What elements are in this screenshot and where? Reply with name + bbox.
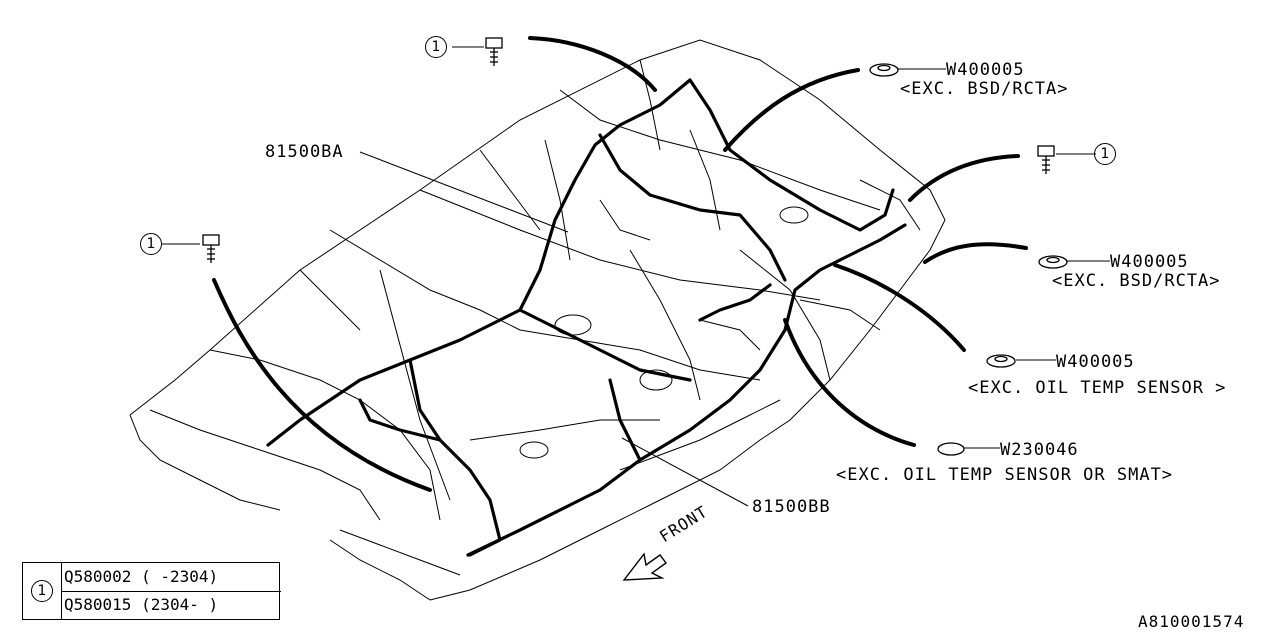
legend-row: Q580015 (2304- )	[64, 595, 219, 614]
legend-ref-cell: 1	[23, 563, 62, 619]
bolt-ref-1-right: 1	[1094, 143, 1116, 165]
label-leaders	[162, 46, 1110, 507]
bolt-ref-1-top: 1	[425, 36, 447, 58]
legend-row: Q580002 ( -2304)	[62, 563, 281, 592]
callout-part: W400005	[1110, 252, 1189, 272]
grommet-icon	[986, 354, 1016, 368]
body-floor-outline	[129, 39, 946, 601]
wiring-harness	[266, 78, 907, 557]
legend-table: 1 Q580002 ( -2304) Q580015 (2304- )	[22, 562, 281, 620]
bolt-icon	[202, 234, 220, 263]
callout-note: <EXC. OIL TEMP SENSOR OR SMAT>	[836, 465, 1174, 485]
label-81500bb: 81500BB	[752, 497, 831, 517]
grommet-icon	[1038, 255, 1068, 269]
grommet-icon	[869, 63, 899, 77]
harness-81500bb	[466, 223, 907, 557]
bolt-icon	[485, 37, 503, 66]
diagram-id: A810001574	[1138, 612, 1245, 631]
label-81500ba: 81500BA	[265, 142, 344, 162]
bolt-ref-1-left: 1	[140, 233, 162, 255]
harness-81500ba	[266, 78, 895, 447]
front-arrow-icon	[622, 552, 667, 581]
plug-icon	[937, 442, 965, 456]
callout-note: <EXC. BSD/RCTA>	[1052, 271, 1221, 291]
legend-ref: 1	[31, 580, 53, 602]
bolt-icon	[1037, 145, 1055, 174]
callout-part: W400005	[946, 60, 1025, 80]
callout-note: <EXC. OIL TEMP SENSOR >	[968, 378, 1227, 398]
callout-note: <EXC. BSD/RCTA>	[900, 79, 1069, 99]
leader-curves	[212, 36, 1028, 492]
callout-part: W400005	[1056, 352, 1135, 372]
callout-part: W230046	[1000, 440, 1079, 460]
